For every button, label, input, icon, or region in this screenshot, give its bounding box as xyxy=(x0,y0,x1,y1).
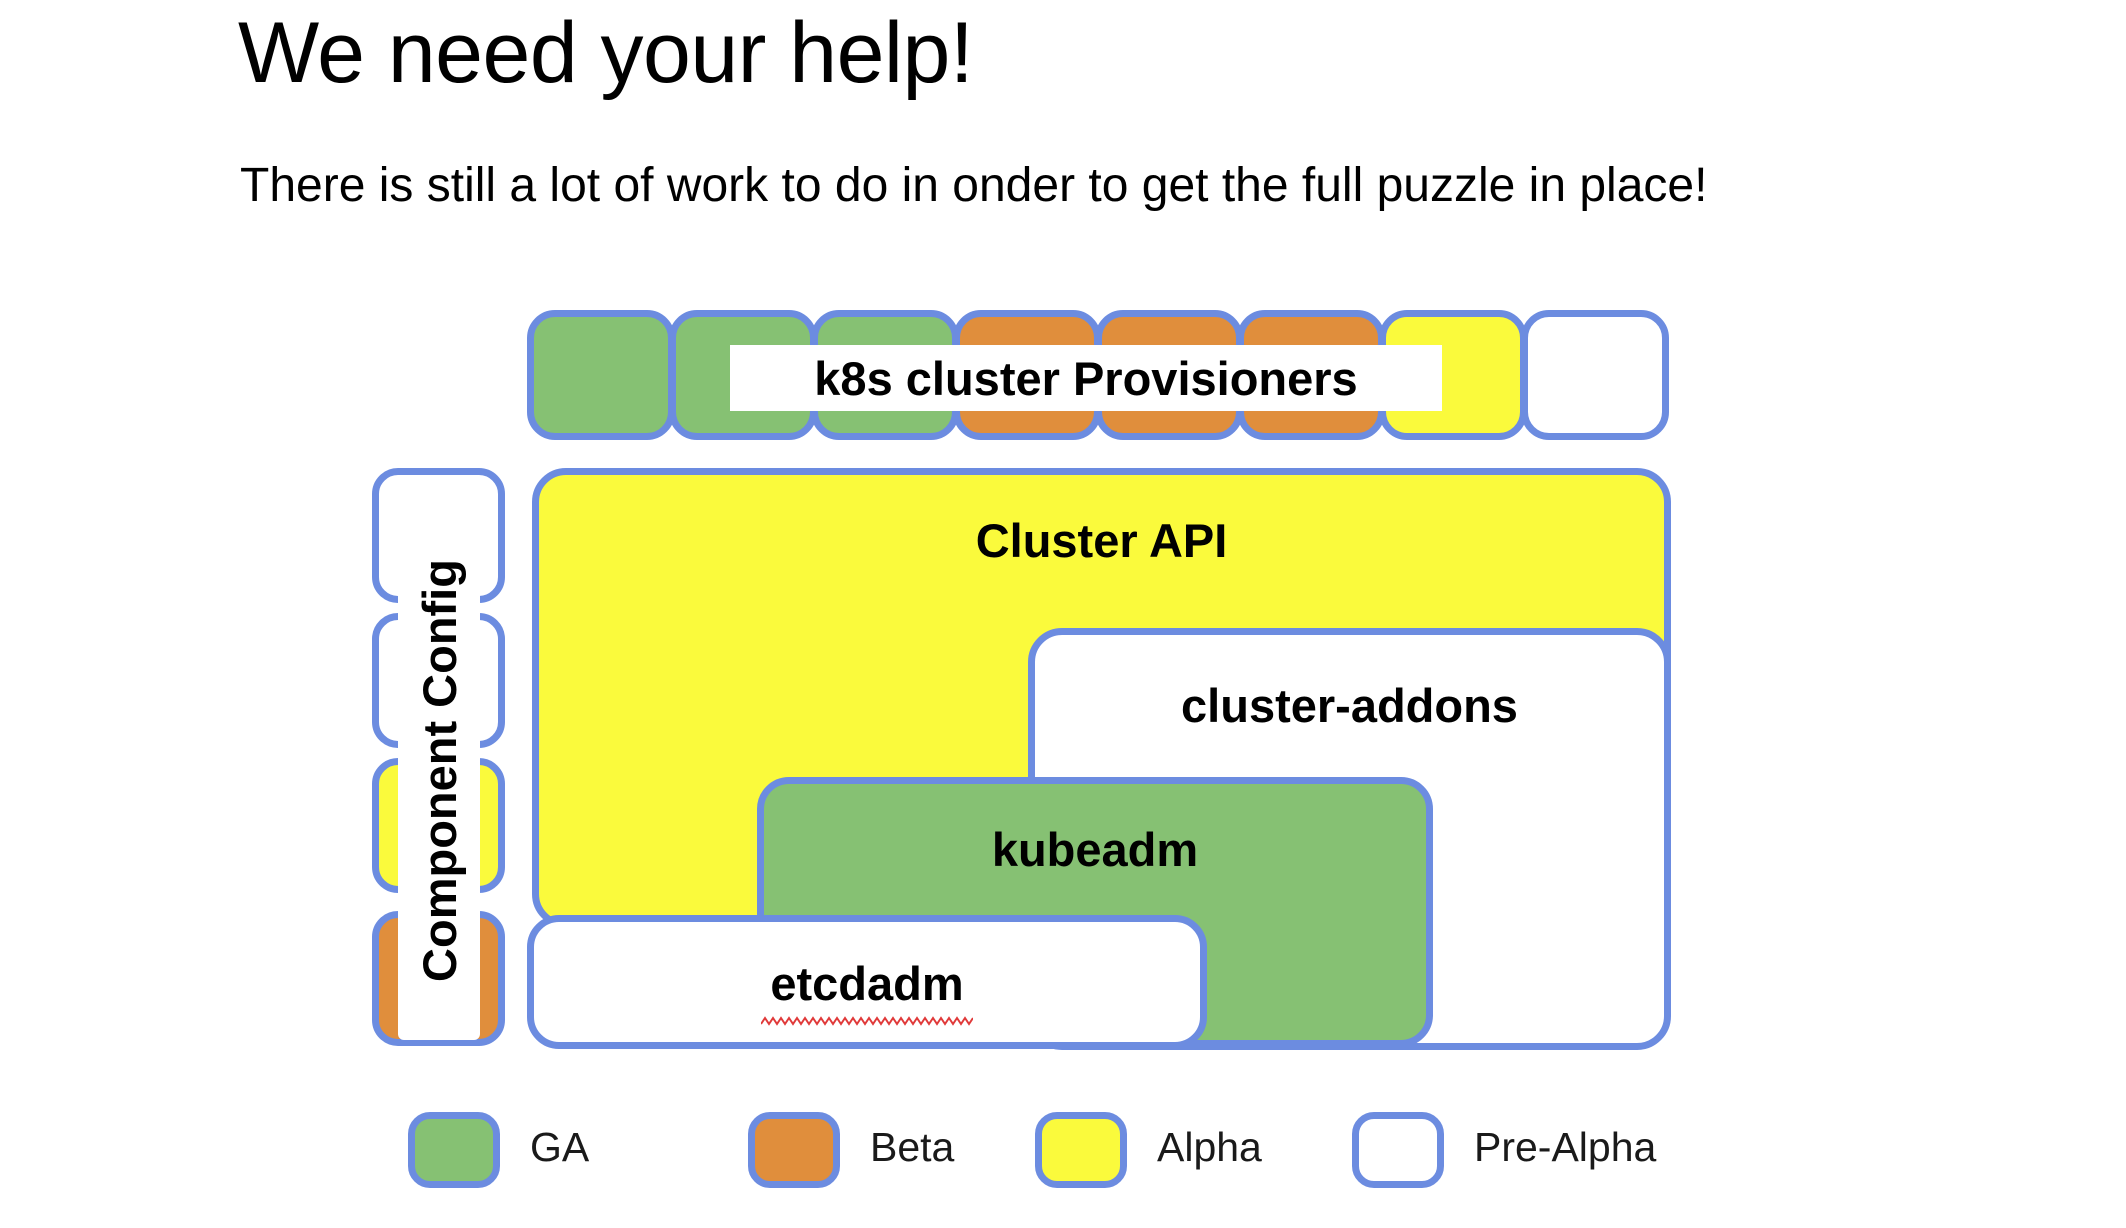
legend-swatch-beta xyxy=(748,1112,840,1188)
page-title: We need your help! xyxy=(238,5,974,101)
cluster-addons-label: cluster-addons xyxy=(1181,679,1518,732)
legend: GA Beta Alpha Pre-Alpha xyxy=(0,1100,2126,1220)
etcdadm-box[interactable]: etcdadm xyxy=(527,915,1207,1049)
legend-label-alpha: Alpha xyxy=(1157,1124,1262,1170)
spellcheck-squiggle-icon xyxy=(761,1016,973,1026)
provisioner-box-8[interactable] xyxy=(1521,310,1669,440)
kubeadm-label: kubeadm xyxy=(991,823,1199,876)
legend-label-beta: Beta xyxy=(870,1124,955,1170)
legend-item-beta: Beta xyxy=(748,1100,1078,1200)
legend-label-ga: GA xyxy=(530,1124,590,1170)
cluster-api-label: Cluster API xyxy=(975,514,1228,567)
legend-swatch-alpha xyxy=(1035,1112,1127,1188)
legend-swatch-ga xyxy=(408,1112,500,1188)
etcdadm-label: etcdadm xyxy=(770,957,964,1010)
legend-swatch-prealpha xyxy=(1352,1112,1444,1188)
component-config-label-text: Component Config xyxy=(412,558,466,982)
component-config-label: Component Config xyxy=(398,500,480,1040)
provisioner-box-1[interactable] xyxy=(527,310,675,440)
legend-item-prealpha: Pre-Alpha xyxy=(1352,1100,1752,1200)
legend-label-prealpha: Pre-Alpha xyxy=(1474,1124,1657,1170)
legend-item-alpha: Alpha xyxy=(1035,1100,1365,1200)
legend-item-ga: GA xyxy=(408,1100,738,1200)
page-subtitle: There is still a lot of work to do in on… xyxy=(240,159,1708,212)
provisioner-row-label: k8s cluster Provisioners xyxy=(730,345,1442,411)
